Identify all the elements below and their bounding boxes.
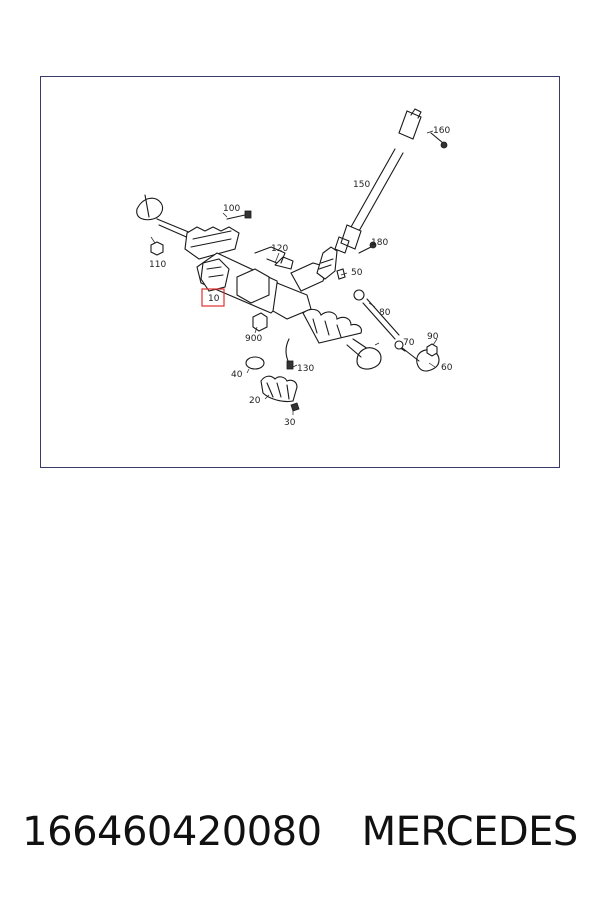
callout-20[interactable]: 20 — [249, 396, 261, 406]
callout-40[interactable]: 40 — [231, 370, 243, 380]
callout-120[interactable]: 120 — [271, 244, 288, 254]
nut-70-part — [394, 340, 404, 350]
callout-100[interactable]: 100 — [223, 204, 240, 214]
highlight-box-part-10 — [201, 288, 225, 307]
part-number: 166460420080 — [22, 809, 322, 855]
callout-70[interactable]: 70 — [403, 338, 415, 348]
nut-90-part — [426, 343, 438, 357]
right-bellows-part — [302, 308, 372, 352]
clip-30-part — [290, 402, 300, 412]
steering-shaft-part — [334, 108, 422, 254]
ring-40-part — [245, 356, 265, 370]
callout-30[interactable]: 30 — [284, 418, 296, 428]
brand-name: MERCEDES — [361, 809, 579, 855]
nut-110-part — [150, 241, 164, 256]
right-tie-rod-end-part — [346, 344, 382, 370]
rack-housing-part — [184, 226, 328, 320]
callout-150[interactable]: 150 — [353, 180, 370, 190]
steering-rack-exploded-diagram: 160 150 100 180 120 110 50 10 80 900 90 … — [136, 108, 453, 428]
parts-diagram-frame: 160 150 100 180 120 110 50 10 80 900 90 … — [40, 76, 560, 468]
left-tie-rod-end-part — [136, 194, 192, 240]
clamp-120-part — [266, 256, 294, 270]
pinion-50-part — [316, 246, 346, 280]
callout-80[interactable]: 80 — [379, 308, 391, 318]
callout-900[interactable]: 900 — [245, 334, 262, 344]
hose-130-part — [285, 338, 294, 370]
callout-10[interactable]: 10 — [208, 294, 220, 304]
callout-60[interactable]: 60 — [441, 363, 453, 373]
callout-90[interactable]: 90 — [427, 332, 439, 342]
part-caption: 166460420080 MERCEDES — [0, 800, 600, 864]
bolt-100-part — [226, 210, 252, 220]
bolt-160-part — [430, 132, 448, 149]
callout-50[interactable]: 50 — [351, 268, 363, 278]
callout-130[interactable]: 130 — [297, 364, 314, 374]
callout-110[interactable]: 110 — [149, 260, 166, 270]
leader-lines — [150, 130, 438, 415]
callout-180[interactable]: 180 — [371, 238, 388, 248]
callout-160[interactable]: 160 — [433, 126, 450, 136]
boot-20-part — [260, 375, 298, 403]
bracket-900-part — [252, 312, 268, 332]
